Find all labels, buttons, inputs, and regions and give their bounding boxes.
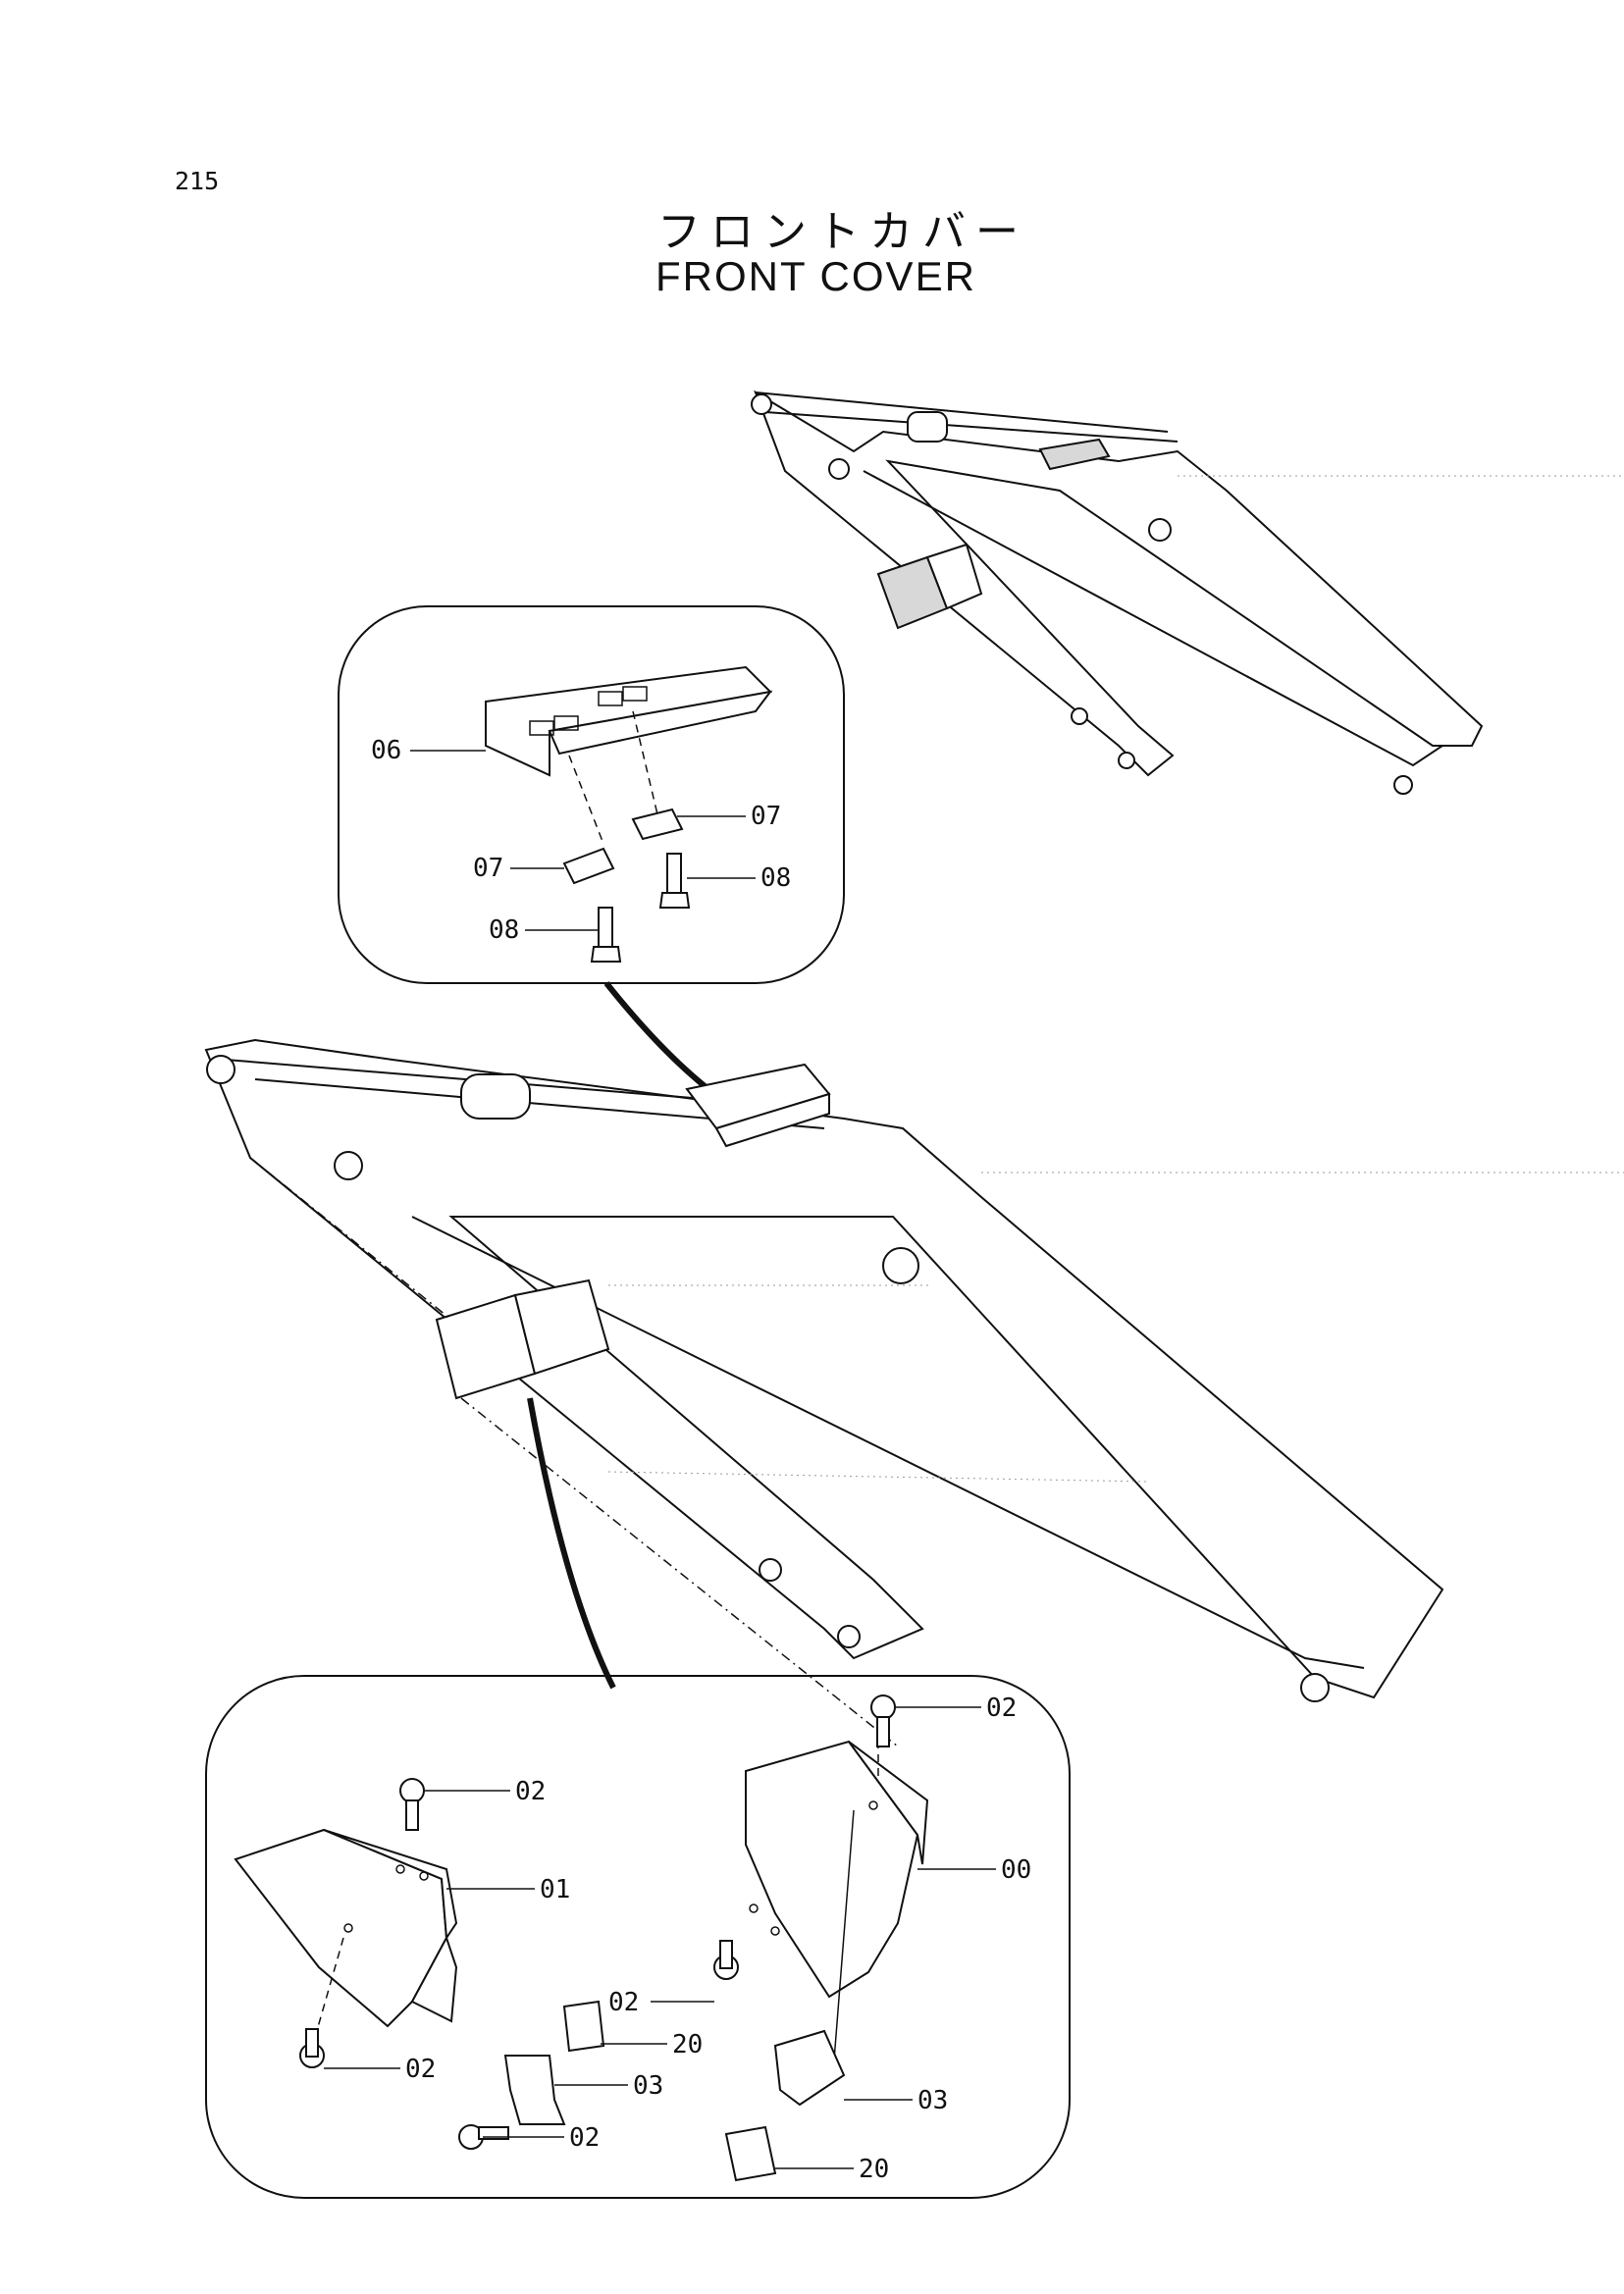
callout-08-left: 08	[489, 915, 519, 945]
lower-callouts: 02 02 01 00 02 20 02 03 03 02 20	[405, 1694, 1031, 2184]
callout-20-a: 20	[672, 2030, 703, 2059]
callout-08-right: 08	[760, 863, 791, 893]
callout-02-e: 02	[569, 2123, 600, 2153]
callout-20-b: 20	[859, 2155, 889, 2184]
callout-02-d: 02	[405, 2055, 436, 2084]
callout-02-a: 02	[515, 1777, 546, 1806]
upper-detail-box	[338, 605, 845, 984]
callout-07-left: 07	[473, 854, 503, 883]
bolt-02-group	[299, 1694, 896, 2150]
callout-03-a: 03	[633, 2071, 663, 2101]
callout-07-right: 07	[751, 802, 781, 831]
callout-03-b: 03	[917, 2086, 948, 2115]
upper-callouts: 06 07 07 08 08	[371, 736, 791, 945]
lower-detail-box	[205, 1675, 1071, 2199]
callout-02-b: 02	[986, 1694, 1017, 1723]
callout-02-c: 02	[608, 1988, 639, 2017]
callout-06: 06	[371, 736, 401, 765]
main-boom-illustration	[204, 1038, 1624, 1747]
small-boom-illustration	[751, 390, 1624, 795]
title-japanese: フロントカバー	[657, 207, 1028, 257]
page-number: 215	[175, 167, 220, 195]
title-english: FRONT COVER	[655, 253, 976, 299]
callout-00: 00	[1001, 1855, 1031, 1885]
callout-01: 01	[540, 1875, 570, 1904]
